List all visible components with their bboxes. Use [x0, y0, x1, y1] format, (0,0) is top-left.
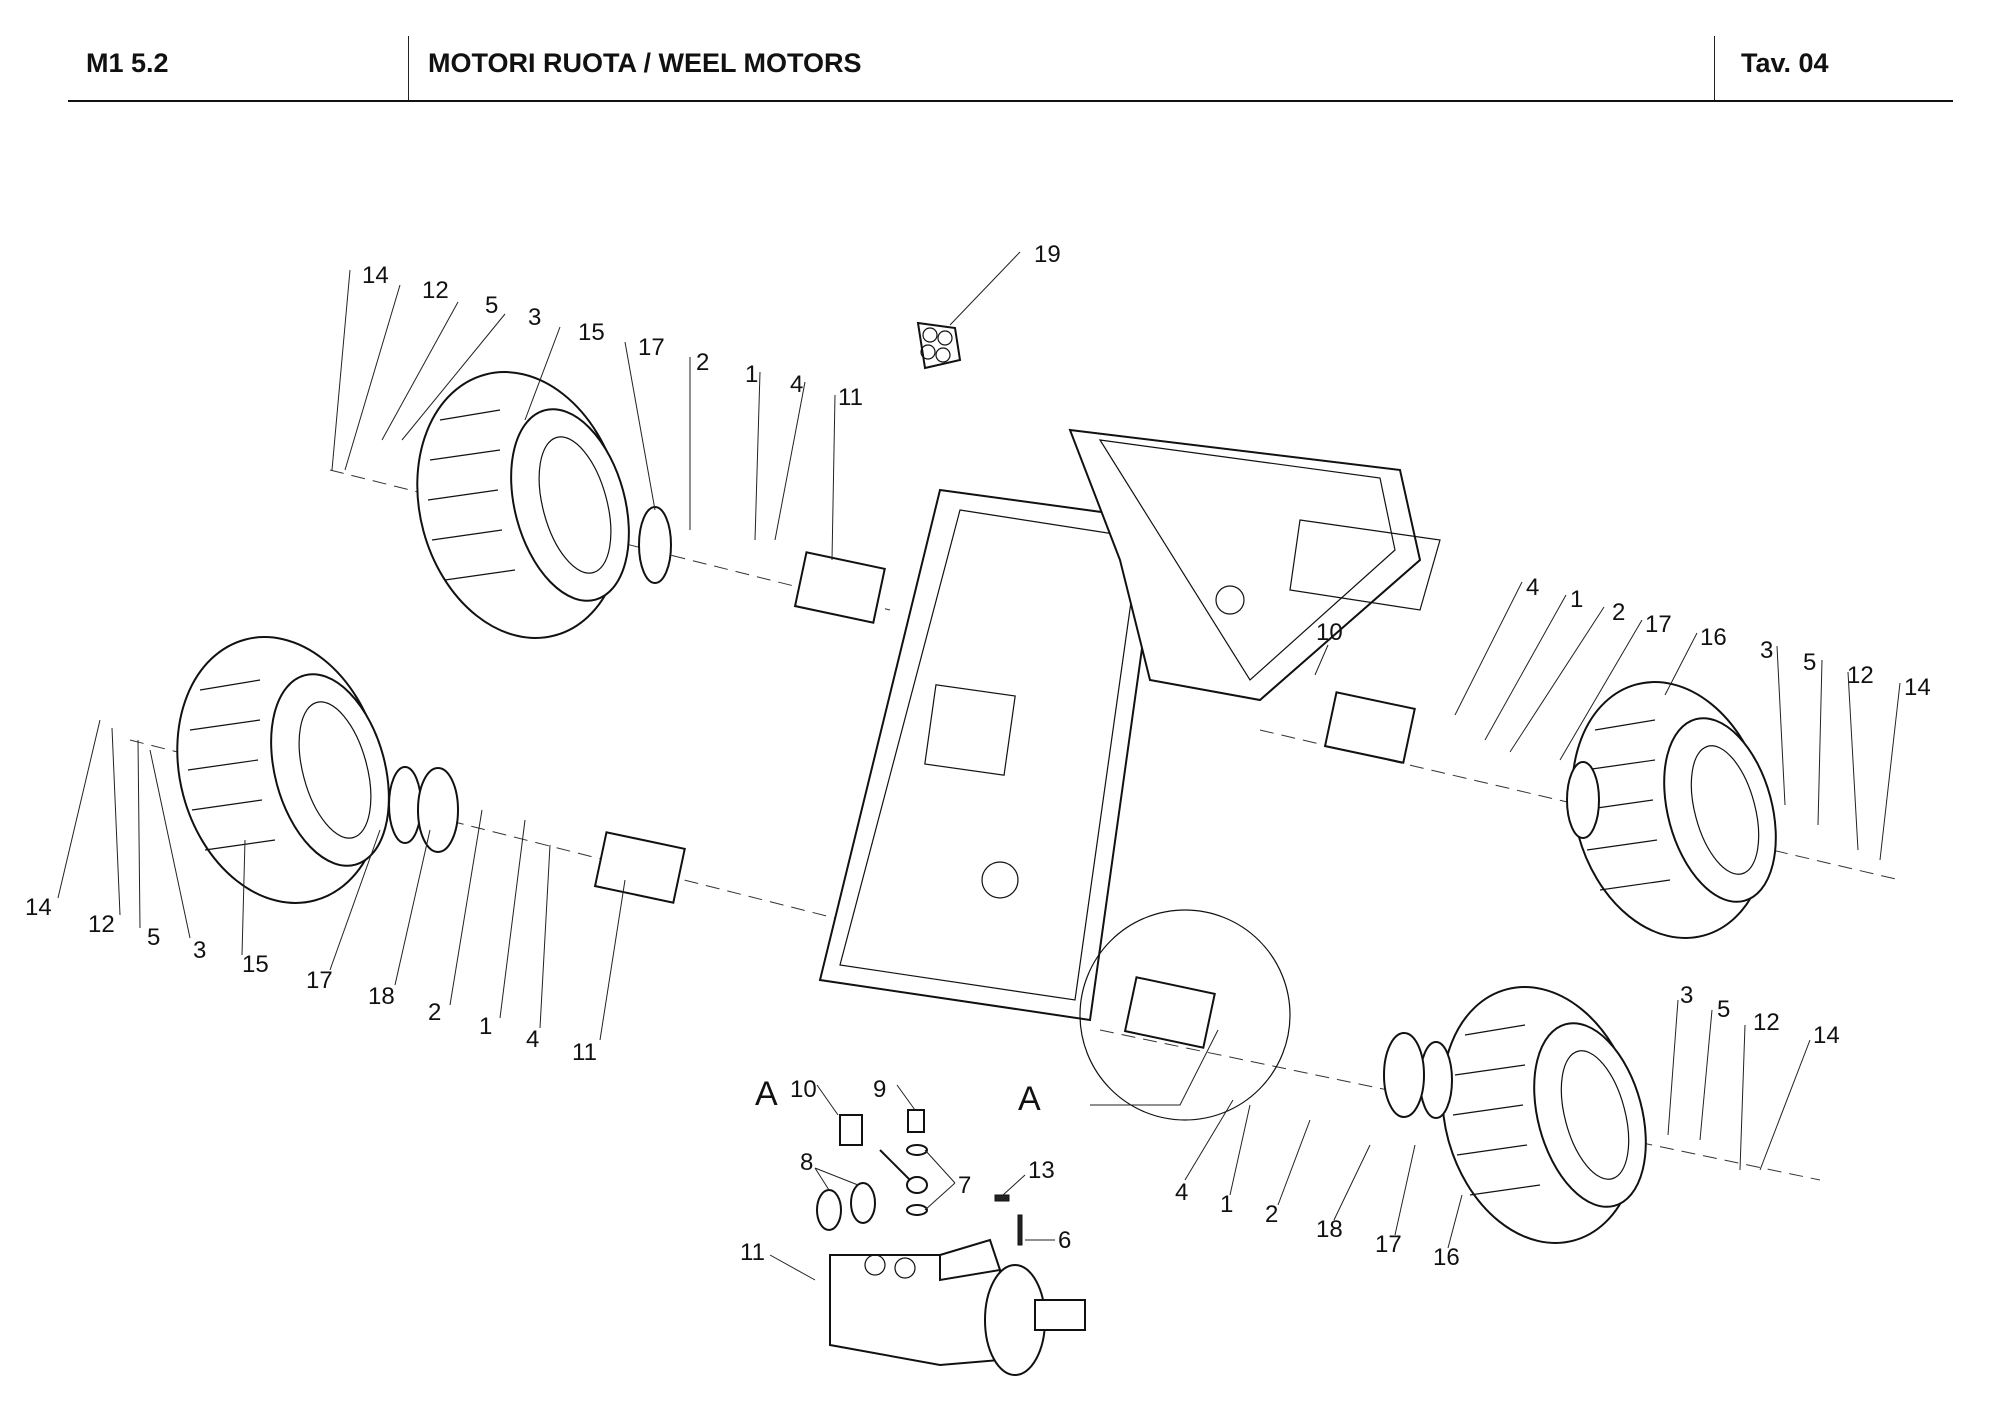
callout-label: 14	[25, 894, 52, 921]
callout-label: 16	[1700, 624, 1727, 651]
callout-label: 17	[1645, 611, 1672, 638]
callout-label: 4	[526, 1026, 539, 1053]
callout-label: 1	[1570, 586, 1583, 613]
callout-label: 15	[578, 319, 605, 346]
callout-label: 8	[800, 1149, 813, 1176]
header-rule	[68, 100, 1953, 102]
callout-label: 12	[1847, 662, 1874, 689]
callout-label: 11	[572, 1039, 597, 1066]
callout-label: 19	[1034, 241, 1061, 268]
callout-label: 14	[1813, 1022, 1840, 1049]
callout-label: 5	[1717, 996, 1730, 1023]
callout-label: 12	[1753, 1009, 1780, 1036]
callout-label: 17	[638, 334, 665, 361]
callout-label: 12	[422, 277, 449, 304]
callout-label: 4	[790, 371, 803, 398]
callout-label: 5	[147, 924, 160, 951]
drawing-code: M1 5.2	[86, 48, 169, 78]
callout-label: 10	[1316, 619, 1343, 646]
drawing-title: MOTORI RUOTA / WEEL MOTORS	[428, 48, 862, 78]
tyre-bottom-right	[1441, 986, 1647, 1244]
detail-circle	[1079, 909, 1291, 1121]
callout-label: 1	[479, 1013, 492, 1040]
callout-label: 3	[1680, 982, 1693, 1009]
callouts: 14 12 5 3 15 17 2 1 4 11 19 10 4 1 2 17 …	[25, 241, 1931, 1281]
callout-label: 13	[1028, 1157, 1055, 1184]
callout-label: 3	[1760, 637, 1773, 664]
detail-label: A	[1018, 1080, 1041, 1118]
callout-label: 4	[1526, 574, 1539, 601]
callout-label: 5	[485, 292, 498, 319]
callout-label: 2	[1612, 599, 1625, 626]
callout-label: 11	[838, 384, 863, 411]
wheel-motors	[593, 551, 1416, 1121]
callout-label: 4	[1175, 1179, 1188, 1206]
callout-label: 12	[88, 911, 115, 938]
divider	[1714, 36, 1715, 102]
callout-label: 14	[1904, 674, 1931, 701]
tyre-right	[1571, 681, 1777, 939]
tyre-top-left	[416, 371, 630, 639]
detail-marker: A	[755, 1075, 778, 1113]
chassis-frame	[818, 428, 1441, 1022]
callout-label: 5	[1803, 649, 1816, 676]
part-19-block	[916, 321, 962, 370]
callout-label: 7	[958, 1172, 971, 1199]
callout-label: 2	[428, 999, 441, 1026]
callout-label: 10	[790, 1076, 817, 1103]
callout-label: 16	[1433, 1244, 1460, 1271]
callout-label: 15	[242, 951, 269, 978]
callout-label: 1	[1220, 1191, 1233, 1218]
callout-label: 1	[745, 361, 758, 388]
title-block: M1 5.2 MOTORI RUOTA / WEEL MOTORS Tav. 0…	[0, 0, 2000, 102]
callout-label: 17	[306, 967, 333, 994]
callout-label: 3	[528, 304, 541, 331]
callout-label: 18	[368, 983, 395, 1010]
callout-label: 18	[1316, 1216, 1343, 1243]
motor-detail-view	[816, 1029, 1219, 1376]
callout-label: 3	[193, 937, 206, 964]
flanges	[388, 506, 1600, 1119]
callout-label: 11	[740, 1239, 765, 1266]
table-number: Tav. 04	[1741, 48, 1829, 78]
callout-label: 17	[1375, 1231, 1402, 1258]
callout-label: 14	[362, 262, 389, 289]
callout-label: 6	[1058, 1227, 1071, 1254]
callout-label: 9	[873, 1076, 886, 1103]
callout-label: 2	[696, 349, 709, 376]
divider	[408, 36, 409, 102]
callout-label: 2	[1265, 1201, 1278, 1228]
tyre-left	[176, 636, 390, 904]
